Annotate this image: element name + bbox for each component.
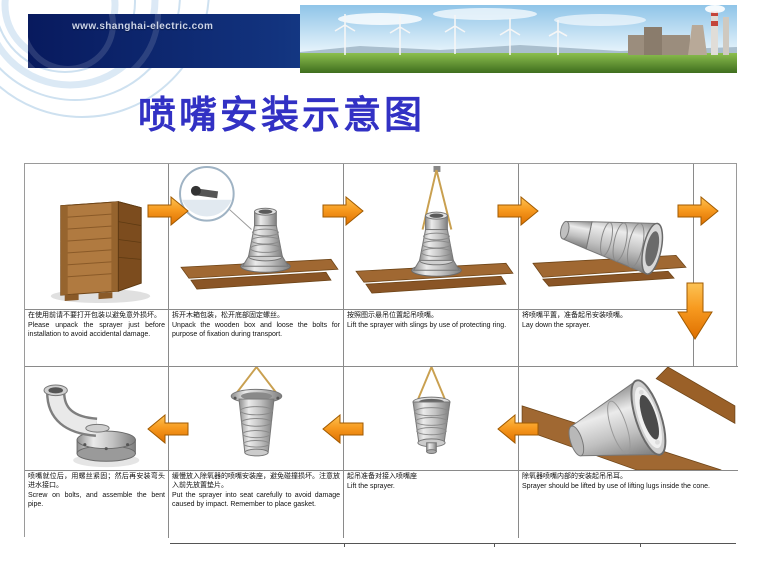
step-2-caption-en: Unpack the wooden box and loose the bolt… xyxy=(172,321,340,338)
step-panel-6: 起吊准备对接入喷嘴座 Lift the sprayer. xyxy=(344,367,519,538)
step-panel-3: 按照图示悬吊位置起吊喷嘴。 Lift the sprayer with slin… xyxy=(344,164,519,366)
cloud xyxy=(338,13,422,25)
step-panel-1: 在使用前请不要打开包装以避免意外损坏。 Please unpack the sp… xyxy=(25,164,169,366)
step-5-caption-zh: 除氧器喷嘴内部的安装起吊吊耳。 xyxy=(522,473,627,480)
step-panel-2: 拆开木箱包装，松开底部固定螺丝。 Unpack the wooden box a… xyxy=(169,164,344,366)
step-5-caption-en: Sprayer should be lifted by use of lifti… xyxy=(522,482,710,490)
step-panel-5: 除氧器喷嘴内部的安装起吊吊耳。 Sprayer should be lifted… xyxy=(519,367,738,538)
arrow-right-3 xyxy=(497,196,539,226)
page-title: 喷嘴安装示意图 xyxy=(138,95,426,137)
step-4-image-lay-down xyxy=(519,164,693,310)
step-6-image-lift-sprayer xyxy=(344,367,518,471)
step-4-caption-en: Lay down the sprayer. xyxy=(522,321,591,329)
power-plant xyxy=(628,5,729,55)
banner-photo xyxy=(300,5,737,73)
grass-field xyxy=(300,53,737,73)
step-8-caption: 喷嘴就位后，用螺丝紧固；然后再安装弯头进水接口。 Screw on bolts,… xyxy=(25,471,168,510)
step-2-caption-zh: 拆开木箱包装，松开底部固定螺丝。 xyxy=(172,312,284,319)
step-3-caption: 按照图示悬吊位置起吊喷嘴。 Lift the sprayer with slin… xyxy=(344,310,518,331)
arrow-left-2 xyxy=(322,414,364,444)
step-5-image-cone-lugs xyxy=(519,367,738,471)
wind-turbines xyxy=(334,14,568,55)
step-8-caption-en: Screw on bolts, and assemble the bent pi… xyxy=(28,491,165,508)
step-6-caption-en: Lift the sprayer. xyxy=(347,482,395,490)
step-1-caption-en: Please unpack the sprayer just before in… xyxy=(28,321,165,338)
arrow-right-4 xyxy=(677,196,719,226)
step-2-image-unpack xyxy=(169,164,343,310)
footer-tick xyxy=(344,543,345,547)
step-panel-7: 缓慢放入除氧器的喷嘴安装座，避免碰撞损坏。注意放入前先放置垫片。 Put the… xyxy=(169,367,344,538)
arrow-left-1 xyxy=(147,414,189,444)
footer-tick xyxy=(494,543,495,547)
step-8-image-bent-pipe xyxy=(25,367,168,471)
step-1-image-crate xyxy=(25,164,168,310)
step-panel-8: 喷嘴就位后，用螺丝紧固；然后再安装弯头进水接口。 Screw on bolts,… xyxy=(25,367,169,538)
step-6-caption-zh: 起吊准备对接入喷嘴座 xyxy=(347,473,417,480)
step-3-caption-zh: 按照图示悬吊位置起吊喷嘴。 xyxy=(347,312,438,319)
band-highlight-arcs xyxy=(28,14,161,68)
step-panel-4: 将喷嘴平置，准备起吊安装喷嘴。 Lay down the sprayer. xyxy=(519,164,694,366)
step-3-image-sling-lift xyxy=(344,164,518,310)
arrow-left-3 xyxy=(497,414,539,444)
installation-diagram: 在使用前请不要打开包装以避免意外损坏。 Please unpack the sp… xyxy=(24,163,738,538)
step-5-caption: 除氧器喷嘴内部的安装起吊吊耳。 Sprayer should be lifted… xyxy=(519,471,738,492)
step-3-caption-en: Lift the sprayer with slings by use of p… xyxy=(347,321,507,329)
step-4-caption: 将喷嘴平置，准备起吊安装喷嘴。 Lay down the sprayer. xyxy=(519,310,693,331)
step-8-caption-zh: 喷嘴就位后，用螺丝紧固；然后再安装弯头进水接口。 xyxy=(28,473,165,489)
arrow-right-1 xyxy=(147,196,189,226)
site-url: www.shanghai-electric.com xyxy=(72,21,214,32)
step-2-caption: 拆开木箱包装，松开底部固定螺丝。 Unpack the wooden box a… xyxy=(169,310,343,340)
footer-line xyxy=(170,543,736,544)
arrow-down xyxy=(677,282,713,340)
step-1-caption: 在使用前请不要打开包装以避免意外损坏。 Please unpack the sp… xyxy=(25,310,168,340)
step-6-caption: 起吊准备对接入喷嘴座 Lift the sprayer. xyxy=(344,471,518,492)
step-7-image-lower-into-seat xyxy=(169,367,343,471)
step-7-caption-zh: 缓慢放入除氧器的喷嘴安装座，避免碰撞损坏。注意放入前先放置垫片。 xyxy=(172,473,340,489)
row-divider xyxy=(25,366,738,367)
footer-tick xyxy=(640,543,641,547)
step-4-caption-zh: 将喷嘴平置，准备起吊安装喷嘴。 xyxy=(522,312,627,319)
arrow-right-2 xyxy=(322,196,364,226)
step-7-caption: 缓慢放入除氧器的喷嘴安装座，避免碰撞损坏。注意放入前先放置垫片。 Put the… xyxy=(169,471,343,510)
step-7-caption-en: Put the sprayer into seat carefully to a… xyxy=(172,491,340,508)
step-1-caption-zh: 在使用前请不要打开包装以避免意外损坏。 xyxy=(28,312,161,319)
